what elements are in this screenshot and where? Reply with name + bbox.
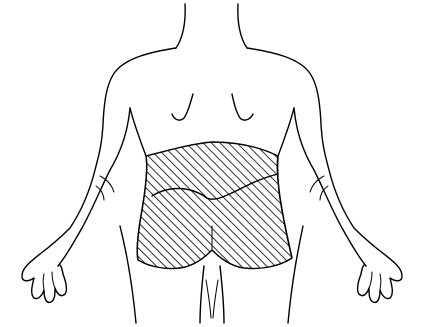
- right-leg-inner: [220, 266, 224, 323]
- left-leg-inner: [200, 266, 204, 323]
- right-hand-finger-1: [380, 274, 381, 290]
- right-arm-inner: [294, 108, 366, 266]
- right-elbow-crease: [310, 176, 324, 192]
- neck-right: [238, 4, 247, 48]
- left-leg-outer: [120, 226, 136, 323]
- left-hand: [22, 254, 66, 302]
- inner-thigh-left: [206, 280, 211, 318]
- inner-thigh-right: [213, 280, 218, 318]
- right-scapula: [232, 94, 253, 120]
- left-scapula: [172, 94, 193, 120]
- left-hand-finger-2: [52, 272, 55, 288]
- right-leg-outer: [288, 226, 303, 323]
- shaded-pain-region: [137, 142, 292, 269]
- left-hand-finger-1: [43, 274, 44, 290]
- neck-left: [176, 4, 185, 48]
- right-hand: [358, 254, 402, 302]
- left-arm-inner: [58, 108, 130, 266]
- right-hand-finger-2: [369, 272, 372, 288]
- left-elbow-crease: [100, 176, 114, 192]
